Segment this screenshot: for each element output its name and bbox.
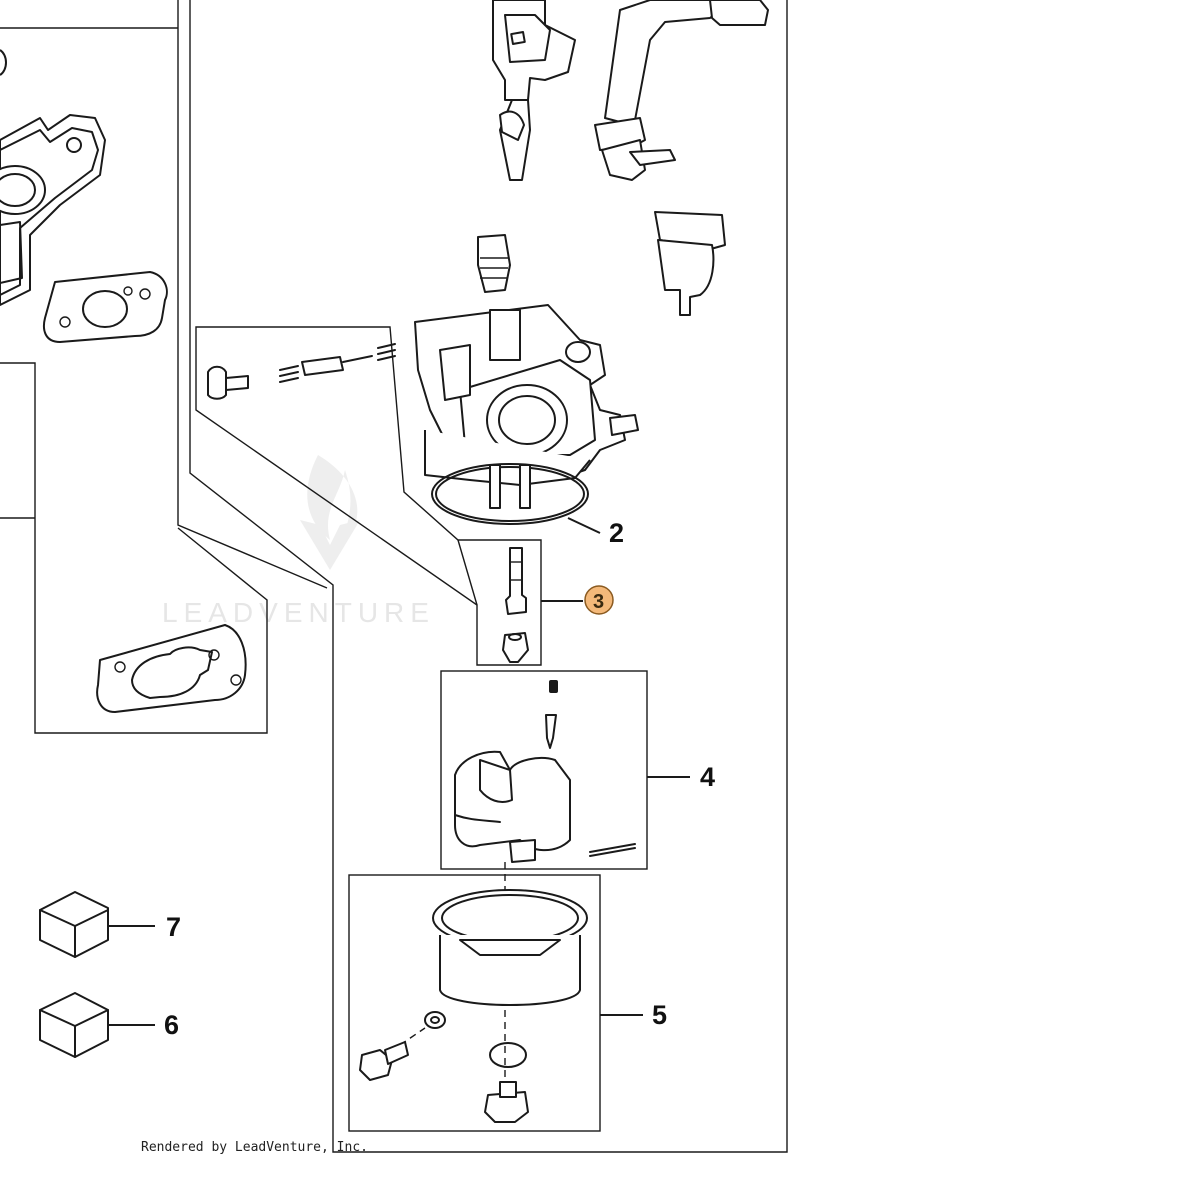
carburetor-frame [189,0,788,1153]
float-bowl [359,862,588,1123]
callout-7[interactable]: 7 [166,912,181,942]
callout-6[interactable]: 6 [164,1010,179,1040]
left-frame-edge [177,0,328,589]
loose-part-6 [39,992,109,1058]
carburetor-body [414,304,639,525]
callouts: 2 3 4 5 6 7 [108,517,715,1040]
callout-5[interactable]: 5 [652,1000,667,1030]
gasket-box [0,362,268,734]
float-kit [454,680,636,863]
screw-set-box [195,326,542,666]
render-credit: Rendered by LeadVenture, Inc. [141,1140,368,1155]
main-jet-assembly [502,547,529,663]
group-outlines [0,0,788,1153]
carburetor-gasket [96,624,247,713]
callout-3-highlight [584,585,614,615]
leader-2 [567,517,601,534]
watermark-text: LEADVENTURE [162,597,435,628]
engine-bracket [0,49,106,306]
box-divider [457,539,478,606]
choke-lever [594,0,769,181]
callout-2[interactable]: 2 [609,518,624,548]
choke-plate [654,211,726,316]
loose-part-7 [39,891,109,958]
throttle-lever [492,0,576,181]
callout-3[interactable]: 3 [593,591,604,613]
callout-4[interactable]: 4 [700,762,715,792]
pilot-screw-set [207,343,396,400]
jet-plug [477,234,511,293]
intake-gasket [42,271,168,343]
float-kit-box [440,670,648,870]
watermark: LEADVENTURE [162,455,435,628]
bowl-kit-box [348,874,601,1132]
